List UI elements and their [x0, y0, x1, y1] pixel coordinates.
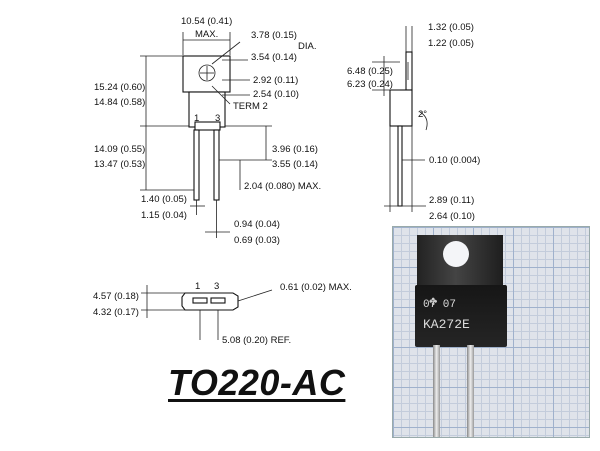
dim-side-top-a: 1.32 (0.05) [428, 22, 474, 33]
lead-1 [193, 129, 200, 201]
pin3-label: 3 [215, 113, 220, 124]
dim-hole-a: 3.78 (0.15) [251, 30, 297, 41]
dim-side-bot-b: 2.64 (0.10) [429, 211, 475, 222]
dim-side-tab-b: 6.23 (0.24) [347, 79, 393, 90]
angle-arc [419, 111, 428, 131]
side-view [372, 26, 428, 212]
angle-label: 2° [418, 109, 427, 120]
side-body [389, 89, 413, 127]
photo-package: 07 07 KA272E [415, 285, 507, 347]
dim-hole-d: 2.54 (0.10) [253, 89, 299, 100]
side-tab [405, 51, 413, 91]
dim-leadw-a: 0.94 (0.04) [234, 219, 280, 230]
lead-3 [213, 129, 220, 201]
photo-marking-line1: 07 07 [423, 299, 457, 311]
term2-label: TERM 2 [233, 101, 268, 112]
pin1-label: 1 [194, 113, 199, 124]
dim-pitch: 2.04 (0.080) MAX. [244, 181, 321, 192]
bottom-body [181, 292, 239, 311]
dim-body-b: 13.47 (0.53) [94, 159, 145, 170]
dim-side-tab-a: 6.48 (0.25) [347, 66, 393, 77]
mounting-hole [198, 64, 216, 82]
dim-lead-a: 1.40 (0.05) [141, 194, 187, 205]
dim-hole-b: 3.54 (0.14) [251, 52, 297, 63]
dim-top-max: MAX. [195, 29, 218, 40]
side-lead [397, 125, 403, 207]
package-tab [182, 55, 231, 93]
dim-bot-h-a: 4.57 (0.18) [93, 291, 139, 302]
dim-step-a: 3.96 (0.16) [272, 144, 318, 155]
dim-height-b: 14.84 (0.58) [94, 97, 145, 108]
dim-height-a: 15.24 (0.60) [94, 82, 145, 93]
dim-bot-h-b: 4.32 (0.17) [93, 307, 139, 318]
dim-bot-ref: 5.08 (0.20) REF. [222, 335, 291, 346]
photo-lead-1 [433, 345, 440, 437]
photo-hole [443, 241, 469, 267]
front-view [140, 32, 272, 238]
manufacturer-logo-icon: ✤ [429, 297, 438, 308]
dim-side-lead: 0.10 (0.004) [429, 155, 480, 166]
dim-step-b: 3.55 (0.14) [272, 159, 318, 170]
dim-lead-b: 1.15 (0.04) [141, 210, 187, 221]
package-body [188, 91, 226, 128]
component-photo: 07 07 KA272E ✤ [392, 226, 590, 438]
bottom-pin1-label: 1 [195, 281, 200, 292]
photo-marking-line2: KA272E [423, 317, 470, 332]
dim-hole-dia: DIA. [298, 41, 316, 52]
dim-bot-pin: 0.61 (0.02) MAX. [280, 282, 352, 293]
dim-body-a: 14.09 (0.55) [94, 144, 145, 155]
package-title: TO220-AC [168, 362, 346, 403]
dim-top-width: 10.54 (0.41) [181, 16, 232, 27]
bottom-pin3-label: 3 [214, 281, 219, 292]
dim-side-bot-a: 2.89 (0.11) [429, 195, 474, 206]
dim-side-top-b: 1.22 (0.05) [428, 38, 474, 49]
dim-hole-c: 2.92 (0.11) [253, 75, 298, 86]
bottom-view [141, 285, 273, 340]
photo-lead-3 [467, 345, 474, 437]
dim-leadw-b: 0.69 (0.03) [234, 235, 280, 246]
